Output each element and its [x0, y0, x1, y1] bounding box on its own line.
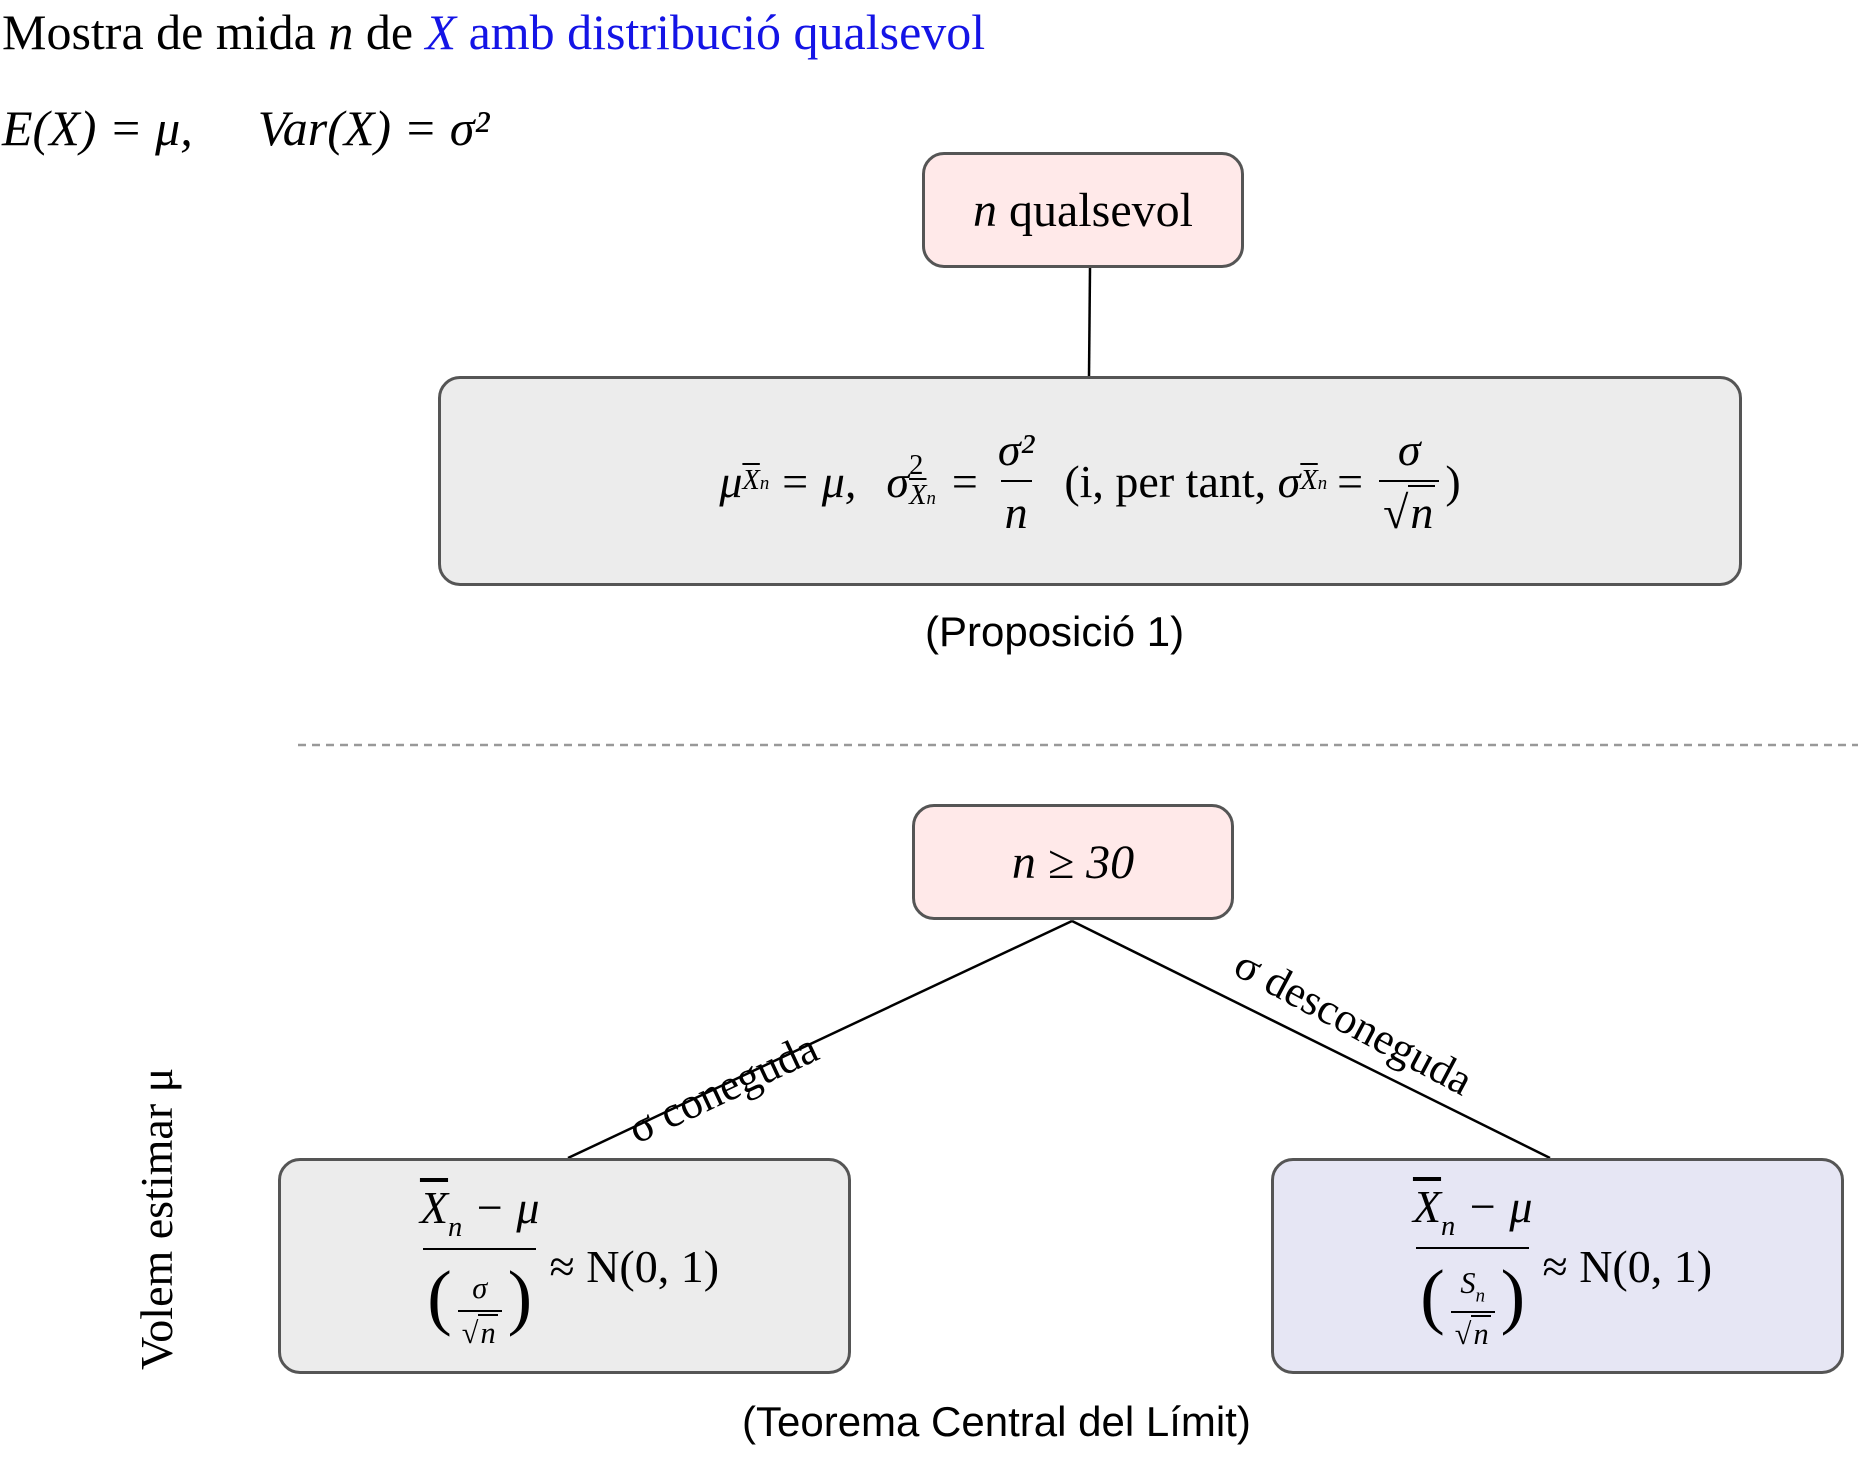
- mu-symbol: μ: [719, 455, 743, 507]
- title-de: de: [365, 4, 414, 60]
- sqrt-icon: √: [1383, 487, 1409, 538]
- sd-denominator: √n: [1379, 480, 1440, 539]
- variance-fraction: σ² n: [994, 423, 1038, 539]
- formula-box-sigma-unknown: Xn − μ (Sn√n) ≈ N(0, 1): [1271, 1158, 1844, 1374]
- xbar-unknown: X: [1412, 1180, 1442, 1232]
- xbar: X: [742, 465, 760, 496]
- equals-sign: =: [951, 455, 978, 507]
- square-sup: 2: [909, 450, 924, 482]
- sigma-symbol-2: σ: [1277, 455, 1301, 507]
- den-sqrt-n-unknown: n: [1471, 1315, 1491, 1352]
- sqrt-icon-unknown: √: [1454, 1317, 1472, 1352]
- caption-proposition: (Proposició 1): [925, 608, 1185, 655]
- z-denominator-known: (σ√n): [423, 1248, 537, 1351]
- close-paren: ): [1445, 455, 1461, 507]
- sigma-symbol: σ: [886, 455, 910, 507]
- den-s-sub: n: [1475, 1285, 1485, 1307]
- side-label-estimate-mu: Volem estimar μ: [131, 1067, 182, 1370]
- z-fraction-unknown: Xn − μ (Sn√n): [1409, 1180, 1537, 1353]
- condition-n: n: [973, 183, 998, 237]
- xbar-3-sub-n: n: [1317, 473, 1328, 494]
- title-x: X: [425, 4, 457, 60]
- mean-expression: E(X) = μ,: [2, 100, 193, 156]
- equals-sign-2: =: [1337, 455, 1364, 507]
- xbar-2-sub-n: n: [926, 488, 936, 509]
- condition-box-n-ge-30: n ≥ 30: [912, 804, 1234, 920]
- mean-equals-mu: = μ,: [779, 455, 857, 507]
- minus-mu-unknown: − μ: [1466, 1180, 1533, 1232]
- sigma-over-sqrt-n: σ √n: [457, 1270, 502, 1351]
- moments-line: E(X) = μ, Var(X) = σ²: [2, 98, 489, 158]
- paren-text: (i, per tant,: [1064, 455, 1267, 507]
- variance-denominator: n: [1000, 480, 1032, 539]
- sqrt-icon-known: √: [461, 1315, 479, 1350]
- xbar-3: X: [1300, 465, 1318, 496]
- z-numerator-known: Xn − μ: [416, 1181, 544, 1248]
- xbar-sub-n: n: [759, 473, 770, 494]
- xbar-unknown-sub: n: [1441, 1210, 1456, 1242]
- minus-mu-known: − μ: [473, 1182, 540, 1234]
- den-sigma: σ: [472, 1270, 488, 1305]
- den-sqrt-n-known: n: [478, 1313, 498, 1350]
- xbar-known-sub: n: [448, 1212, 463, 1244]
- z-numerator-unknown: Xn − μ: [1409, 1180, 1537, 1247]
- condition-text: qualsevol: [1009, 183, 1193, 237]
- xbar-known: X: [419, 1182, 449, 1234]
- connector-unknown: [1071, 919, 1551, 1160]
- approx-normal-known: ≈ N(0, 1): [549, 1240, 720, 1292]
- s-over-sqrt-n: Sn√n: [1450, 1265, 1495, 1352]
- variance-numerator: σ²: [997, 424, 1035, 475]
- z-denominator-unknown: (Sn√n): [1416, 1246, 1530, 1353]
- connector-top: [1087, 267, 1092, 377]
- title-n: n: [328, 4, 354, 60]
- sd-numerator: σ: [1397, 424, 1421, 475]
- sample-description: Mostra de mida n de X amb distribució qu…: [2, 2, 985, 62]
- sqrt-n: n: [1408, 485, 1436, 538]
- condition-n-ge-30: n ≥ 30: [1011, 835, 1135, 889]
- caption-clt: (Teorema Central del Límit): [742, 1398, 1251, 1445]
- z-fraction-known: Xn − μ (σ√n): [416, 1181, 544, 1350]
- title-suffix: amb distribució qualsevol: [468, 4, 986, 60]
- approx-normal-unknown: ≈ N(0, 1): [1542, 1240, 1713, 1292]
- formula-box-sigma-known: Xn − μ (σ√n) ≈ N(0, 1): [278, 1158, 851, 1374]
- xbar-2: X: [909, 480, 927, 511]
- variance-expression: Var(X) = σ²: [257, 100, 490, 156]
- condition-box-any-n: n qualsevol: [922, 152, 1244, 268]
- den-s: S: [1460, 1265, 1476, 1300]
- sd-fraction: σ √n: [1379, 423, 1440, 539]
- title-prefix: Mostra de mida: [2, 4, 316, 60]
- connector-known: [567, 919, 1073, 1160]
